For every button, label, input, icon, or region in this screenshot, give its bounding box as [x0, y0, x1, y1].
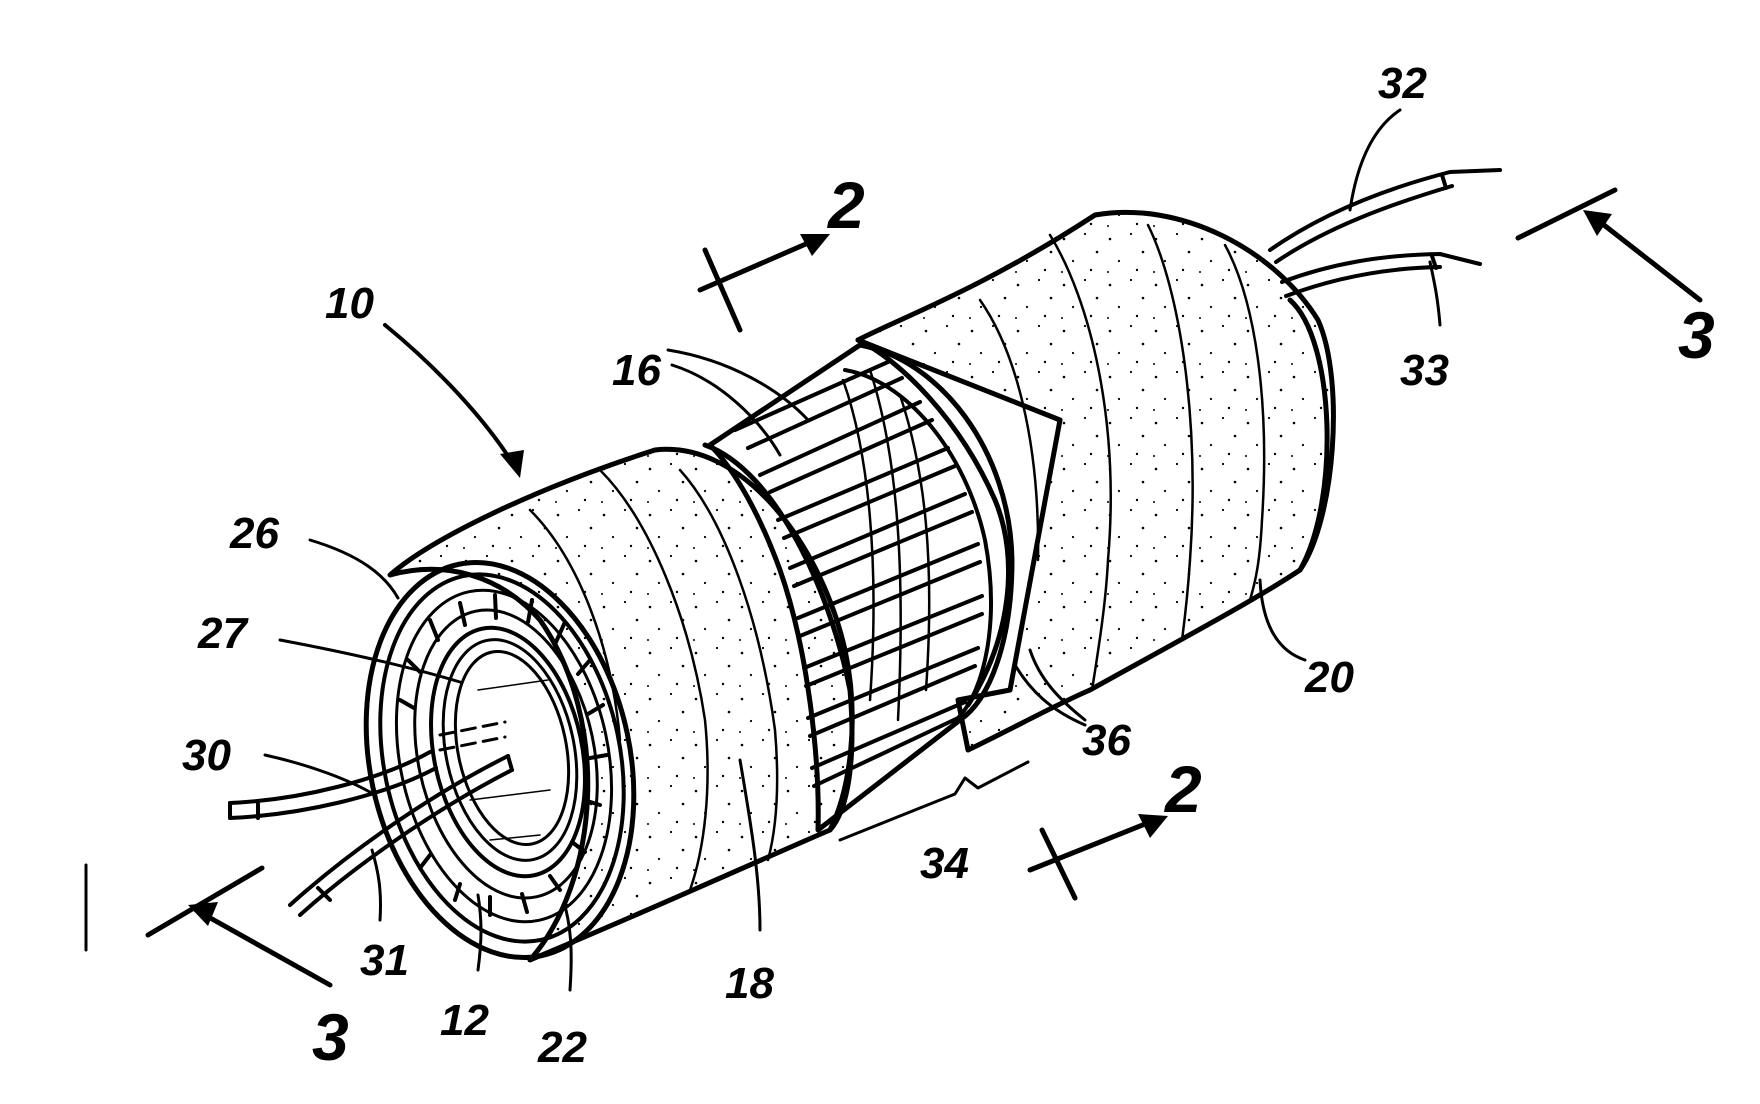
label-20: 20 [1304, 653, 1354, 702]
label-section-2-top: 2 [826, 168, 865, 242]
section-3-right [1518, 190, 1700, 300]
label-31: 31 [360, 936, 409, 985]
section-2-top [700, 234, 830, 330]
label-section-3-left: 3 [312, 1000, 349, 1074]
label-34: 34 [920, 839, 969, 888]
label-10: 10 [325, 279, 374, 328]
label-33: 33 [1400, 346, 1449, 395]
label-section-3-right: 3 [1678, 298, 1715, 372]
label-30: 30 [182, 731, 231, 780]
label-section-2-bottom: 2 [1163, 752, 1202, 826]
section-3-left [148, 868, 330, 985]
label-26: 26 [229, 509, 279, 558]
label-36: 36 [1082, 716, 1131, 765]
label-18: 18 [725, 959, 774, 1008]
section-2-bottom [1030, 814, 1168, 898]
label-12: 12 [440, 996, 489, 1045]
label-16: 16 [612, 346, 661, 395]
label-27: 27 [197, 609, 249, 658]
label-22: 22 [537, 1023, 587, 1072]
label-32: 32 [1378, 59, 1427, 108]
